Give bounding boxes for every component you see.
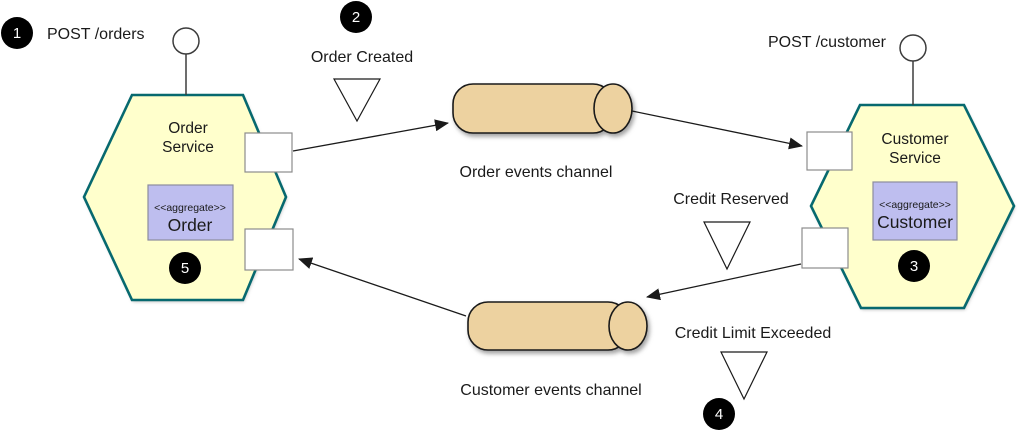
step-badge-1-circle — [1, 17, 33, 49]
order-events-channel-body — [453, 84, 613, 133]
step-badge-4-circle — [703, 398, 735, 430]
order-service-inbound-port — [244, 228, 294, 271]
order-created-label: Order Created — [311, 49, 413, 66]
arrow-customer-to-customer-channel — [646, 263, 802, 301]
customer-events-channel-body — [468, 302, 628, 350]
customer-aggregate-name: Customer — [877, 212, 953, 232]
customer-events-channel-cap — [609, 302, 647, 350]
step-badge-3-number: 3 — [910, 258, 918, 275]
step-badge-5: 5 — [169, 252, 201, 284]
order-service-name-line2: Service — [162, 139, 214, 156]
arrow-order-channel-to-customer — [631, 110, 803, 150]
order-aggregate-box — [148, 185, 233, 240]
customer-service-hexagon-border — [809, 103, 1016, 310]
customer-aggregate-box — [873, 182, 957, 240]
customer-service-outbound-port — [801, 227, 849, 269]
step-badge-5-number: 5 — [181, 260, 189, 277]
order-provided-interface-icon — [172, 27, 200, 55]
step-badge-4-number: 4 — [715, 406, 723, 423]
step-badge-5-circle — [169, 252, 201, 284]
customer-aggregate-box-border — [872, 181, 958, 241]
order-created-message-triangle-icon — [332, 78, 382, 123]
order-events-channel-label: Order events channel — [460, 164, 613, 181]
customer-aggregate-stereotype: <<aggregate>> — [879, 199, 951, 211]
step-badge-2: 2 — [340, 1, 372, 33]
order-events-channel-cylinder — [452, 83, 633, 134]
order-events-channel-cap — [594, 84, 632, 133]
arrow-customer-channel-to-order — [298, 257, 467, 317]
credit-reserved-message-triangle-icon — [703, 221, 751, 271]
step-badge-3: 3 — [898, 250, 930, 282]
customer-service-name-line1: Customer — [881, 131, 948, 148]
step-badge-2-number: 2 — [352, 9, 360, 26]
customer-events-channel-cylinder — [467, 301, 648, 351]
arrow-order-to-order-channel — [292, 119, 449, 152]
step-badge-1-number: 1 — [13, 25, 21, 42]
customer-service-inbound-port — [806, 131, 853, 171]
step-badge-4: 4 — [703, 398, 735, 430]
order-service-outbound-port — [244, 132, 293, 173]
post-customer-label: POST /customer — [768, 34, 887, 51]
credit-reserved-label: Credit Reserved — [673, 191, 789, 208]
customer-events-channel-label: Customer events channel — [460, 382, 641, 399]
step-badge-3-circle — [898, 250, 930, 282]
customer-events-channel-cap-border — [608, 301, 648, 351]
order-aggregate-stereotype: <<aggregate>> — [154, 202, 226, 214]
order-service-name-line1: Order — [168, 120, 208, 137]
order-events-channel-cap-border — [593, 83, 633, 134]
order-service: Order Service <<aggregate>> Order 5 — [82, 27, 294, 302]
customer-provided-interface-icon — [899, 34, 927, 62]
step-badge-1: 1 — [1, 17, 33, 49]
customer-service: Customer Service <<aggregate>> Customer … — [801, 34, 1016, 310]
order-aggregate-name: Order — [168, 215, 213, 235]
order-service-hexagon-border — [82, 93, 288, 302]
post-orders-label: POST /orders — [47, 26, 145, 43]
credit-limit-exceeded-label: Credit Limit Exceeded — [675, 325, 832, 342]
step-badge-2-circle — [340, 1, 372, 33]
customer-service-name-line2: Service — [889, 150, 941, 167]
credit-limit-exceeded-message-triangle-icon — [720, 351, 768, 401]
order-aggregate-box-border — [147, 184, 234, 241]
